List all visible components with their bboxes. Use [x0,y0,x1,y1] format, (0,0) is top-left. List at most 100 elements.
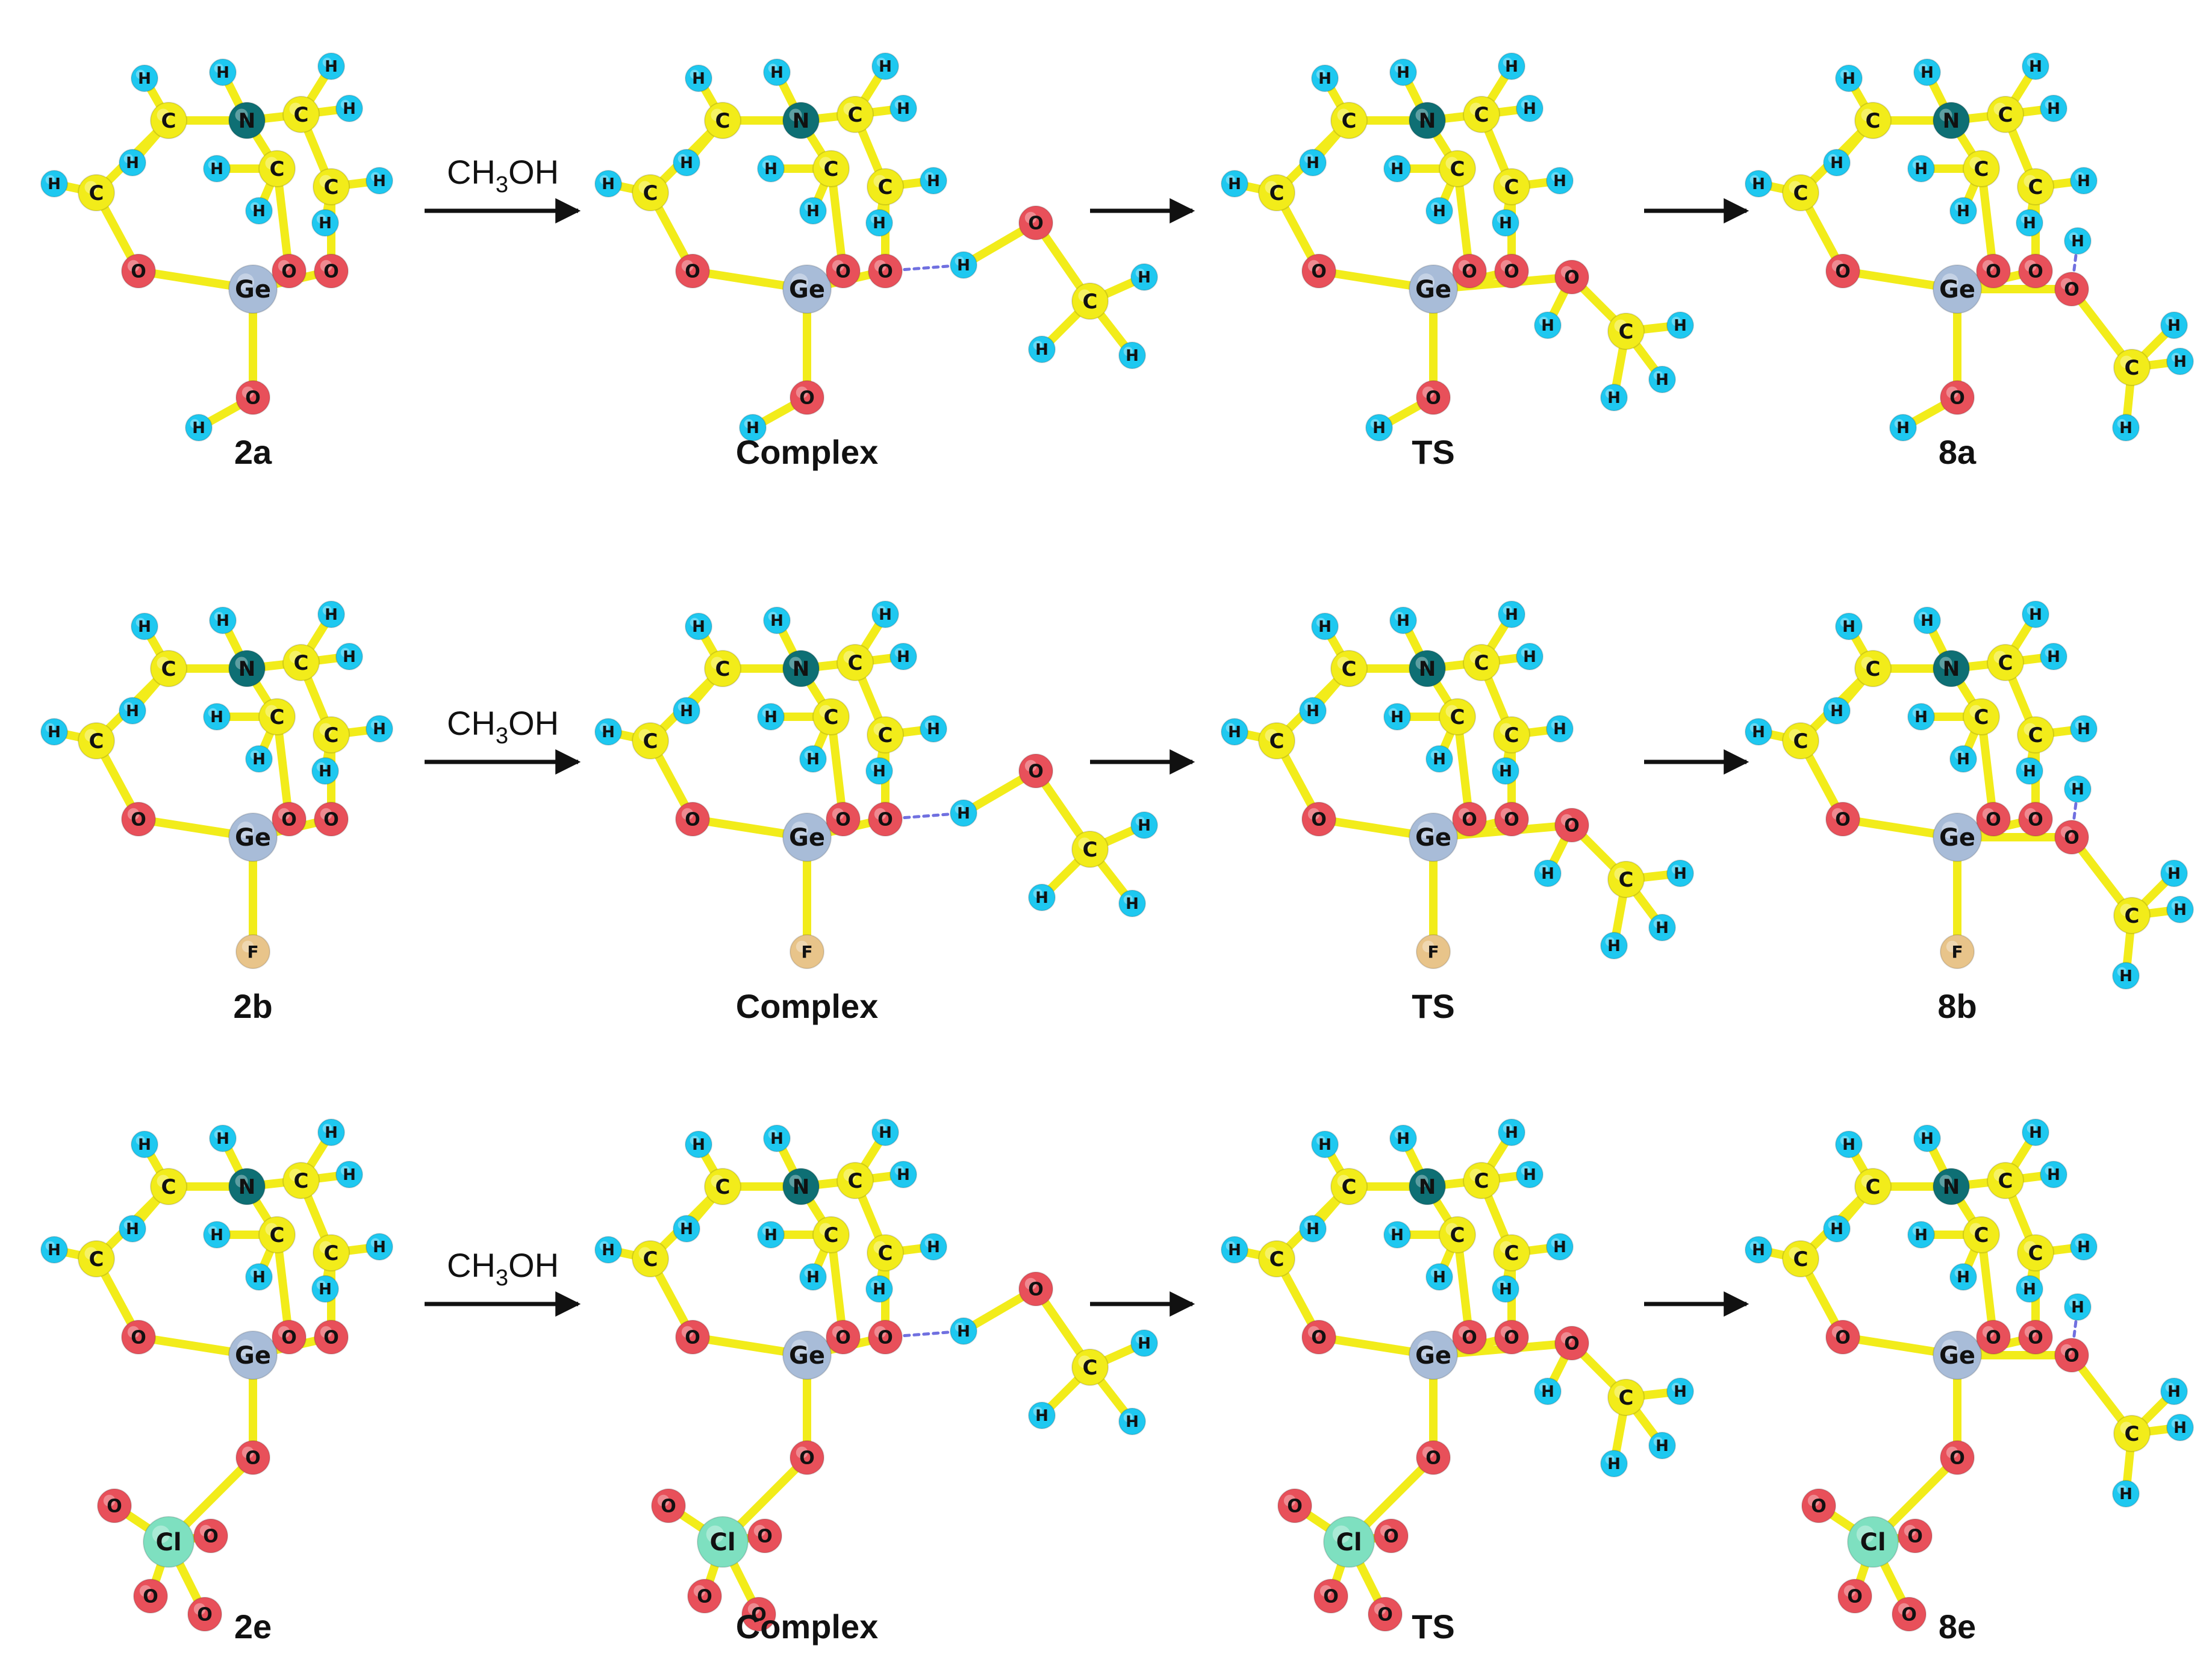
atom-f: F [1416,934,1451,969]
svg-text:H: H [764,708,777,726]
svg-text:H: H [325,58,338,76]
atom-o: O [235,1440,270,1475]
svg-text:C: C [1083,290,1098,314]
atom-c: C [2017,168,2054,205]
atom-h: H [2022,52,2049,80]
atom-ge: Ge [1409,1331,1458,1380]
atom-h: H [1907,1221,1935,1249]
svg-text:H: H [1228,175,1241,193]
svg-text:H: H [1957,202,1970,220]
svg-text:H: H [192,419,205,437]
svg-text:C: C [1342,109,1357,133]
svg-text:O: O [323,1327,339,1349]
svg-text:H: H [1391,1226,1404,1244]
atom-h: H [1492,1275,1519,1303]
atom-h: H [799,197,827,225]
svg-text:H: H [927,1238,940,1256]
svg-text:H: H [1842,1136,1855,1154]
atom-n: N [1933,1168,1970,1205]
atom-h: H [1835,613,1863,640]
atom-c: C [1963,1216,2000,1253]
atom-h: H [594,718,622,746]
svg-text:H: H [2071,1299,2084,1317]
svg-text:H: H [1914,708,1928,726]
svg-text:H: H [1397,64,1410,82]
caption-r1-c2: Complex [736,433,879,471]
svg-text:H: H [806,202,820,220]
atom-o: O [1825,1320,1860,1355]
svg-text:H: H [1553,720,1566,738]
svg-text:H: H [1842,618,1855,636]
svg-text:H: H [1523,648,1536,666]
svg-text:H: H [1541,865,1554,883]
svg-text:N: N [1943,657,1960,681]
svg-text:C: C [1342,657,1357,681]
atom-o: O [235,380,270,415]
atom-h: H [1534,311,1562,339]
atom-o: O [133,1579,168,1614]
svg-text:H: H [957,257,970,275]
svg-text:H: H [1656,371,1669,389]
atom-h: H [1913,607,1941,634]
svg-text:H: H [770,1130,784,1148]
svg-text:C: C [1083,1356,1098,1380]
svg-text:H: H [373,172,386,190]
atom-h: H [1648,914,1676,941]
atom-o: O [1976,254,2011,289]
atom-h: H [1516,643,1544,670]
svg-text:O: O [1311,810,1327,831]
svg-text:O: O [1504,261,1519,282]
atom-h: H [1299,149,1327,176]
svg-text:O: O [1028,213,1044,234]
svg-text:C: C [1619,1386,1634,1410]
svg-text:Ge: Ge [1939,824,1975,852]
svg-text:H: H [897,648,910,666]
svg-text:H: H [1035,341,1048,359]
svg-text:H: H [1914,160,1928,178]
atom-h: H [763,607,791,634]
atom-h: H [920,715,947,743]
atom-n: N [1409,1168,1446,1205]
atom-c: C [150,102,187,139]
atom-o: O [826,1320,861,1355]
svg-text:C: C [1504,1241,1519,1265]
atom-ge: Ge [1409,813,1458,862]
svg-text:C: C [270,705,285,729]
svg-text:H: H [2023,1281,2036,1299]
svg-text:O: O [1986,810,2001,831]
svg-text:H: H [2119,967,2133,985]
atom-h: H [1425,197,1453,225]
atom-h: H [1389,607,1417,634]
svg-text:H: H [1656,919,1669,937]
svg-text:H: H [2029,1124,2042,1142]
svg-text:H: H [1228,723,1241,741]
atom-c: C [258,150,296,187]
svg-text:H: H [1035,889,1048,907]
atom-h: H [950,799,977,827]
svg-text:H: H [680,1220,693,1238]
svg-text:H: H [957,1323,970,1341]
atom-h: H [1221,718,1248,746]
atom-h: H [2166,896,2194,923]
atom-h: H [594,1236,622,1264]
atom-c: C [2017,1234,2054,1271]
atom-cl: Cl [1323,1516,1375,1568]
atom-cl: Cl [143,1516,195,1568]
atom-h: H [2070,1233,2098,1261]
atom-c: C [1987,96,2024,133]
svg-text:H: H [746,419,759,437]
atom-o: O [314,802,349,837]
svg-text:H: H [692,70,705,88]
atom-n: N [228,650,266,687]
atom-o: O [1452,1320,1487,1355]
svg-text:H: H [1318,1136,1332,1154]
atom-h: H [2064,775,2092,803]
atom-c: C [812,698,850,735]
atom-h: H [185,414,213,441]
atom-h: H [1745,170,1772,198]
atom-h: H [757,155,785,182]
svg-text:C: C [161,1175,176,1199]
